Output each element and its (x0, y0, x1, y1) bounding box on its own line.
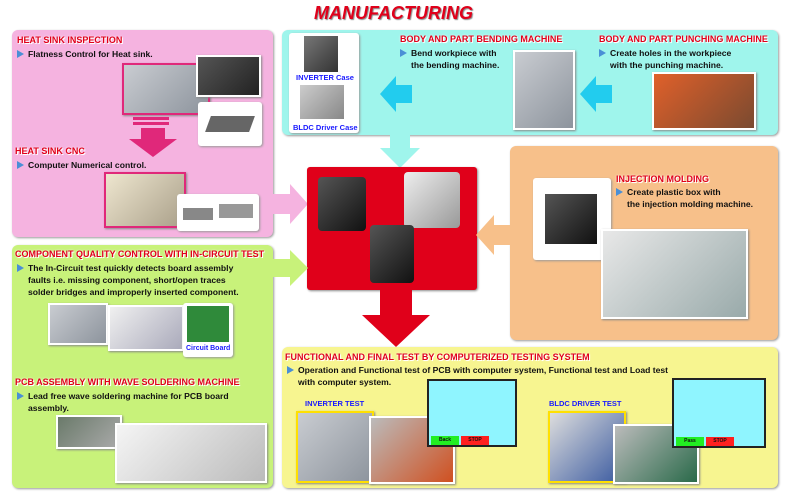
punching-line2: with the punching machine. (610, 60, 724, 70)
stop-button[interactable]: STOP (461, 436, 489, 445)
bldc-test-label: BLDC DRIVER TEST (549, 399, 622, 408)
inspection-text: Flatness Control for Heat sink. (28, 49, 153, 59)
heat-sink-photo (198, 102, 262, 146)
bullet-icon (17, 264, 24, 272)
inverter-test-label: INVERTER TEST (305, 399, 365, 408)
heat-sink-cnc-text: Computer Numerical control. (17, 159, 146, 171)
bending-line1: Bend workpiece with (411, 48, 497, 58)
ict-line2: faults i.e. missing component, short/ope… (28, 275, 226, 285)
cnc-machine-photo (104, 172, 186, 228)
pcb-line1: Lead free wave soldering machine for PCB… (28, 391, 229, 401)
left-arrow-icon (476, 215, 512, 255)
bullet-icon (599, 49, 606, 57)
pass-button[interactable]: Pass (676, 437, 704, 446)
final-line1: Operation and Functional test of PCB wit… (298, 365, 669, 375)
back-button[interactable]: Back (431, 436, 459, 445)
bullet-icon (17, 392, 24, 400)
pcb-text: Lead free wave soldering machine for PCB… (17, 390, 229, 414)
punching-line1: Create holes in the workpiece (610, 48, 732, 58)
punching-text: Create holes in the workpiece with the pu… (599, 47, 731, 71)
inverter-product-3 (370, 225, 414, 283)
bullet-icon (616, 188, 623, 196)
ict-line-photo (48, 303, 108, 345)
inverter-case-photo (304, 36, 338, 72)
bending-machine-photo (513, 50, 575, 130)
inverter-test-station-photo (296, 411, 374, 483)
pcb-line2: assembly. (28, 403, 69, 413)
page-title: MANUFACTURING (314, 3, 473, 23)
bullet-icon (17, 161, 24, 169)
bending-text: Bend workpiece with the bending machine. (400, 47, 499, 71)
punching-title: BODY AND PART PUNCHING MACHINE (599, 34, 768, 44)
bldc-case-label: BLDC Driver Case (293, 123, 358, 132)
cnc-parts-photo (177, 194, 259, 231)
bullet-icon (17, 50, 24, 58)
left-arrow-icon (380, 76, 412, 112)
bending-line2: the bending machine. (411, 60, 500, 70)
final-test-title: FUNCTIONAL AND FINAL TEST BY COMPUTERIZE… (285, 352, 590, 362)
down-arrow-icon (129, 117, 177, 157)
ict-line3: solder bridges and improperly inserted c… (28, 287, 239, 297)
inspection-detail-photo (196, 55, 261, 97)
down-arrow-icon (362, 289, 430, 347)
ict-title: COMPONENT QUALITY CONTROL WITH IN-CIRCUI… (15, 249, 265, 259)
inverter-test-screen: Back STOP (427, 379, 517, 447)
final-test-text: Operation and Functional test of PCB wit… (287, 364, 668, 388)
bullet-icon (287, 366, 294, 374)
ict-machine-photo (108, 305, 184, 351)
inverter-product-1 (318, 177, 366, 231)
down-arrow-icon (380, 134, 420, 168)
injection-title: INJECTION MOLDING (616, 174, 710, 184)
heat-sink-cnc-title: HEAT SINK CNC (15, 146, 85, 156)
punching-machine-photo (652, 72, 756, 130)
wave-solder-machine-photo (115, 423, 267, 483)
circuit-board-photo: Circuit Board (183, 303, 233, 357)
heat-sink-inspection-text: Flatness Control for Heat sink. (17, 48, 153, 60)
heat-sink-inspection-title: HEAT SINK INSPECTION (17, 35, 123, 45)
bullet-icon (400, 49, 407, 57)
ict-line1: The In-Circuit test quickly detects boar… (28, 263, 234, 273)
final-line2: with computer system. (298, 377, 392, 387)
left-arrow-icon (580, 76, 612, 112)
pcb-title: PCB ASSEMBLY WITH WAVE SOLDERING MACHINE (15, 377, 240, 387)
injection-machine-photo (601, 229, 748, 319)
inverter-product-2 (404, 172, 460, 228)
inspection-machine-photo (122, 63, 210, 115)
right-arrow-icon (272, 184, 308, 224)
bldc-case-photo (300, 85, 344, 119)
injection-line2: the injection molding machine. (627, 199, 754, 209)
injection-line1: Create plastic box with (627, 187, 721, 197)
bending-title: BODY AND PART BENDING MACHINE (400, 34, 563, 44)
right-arrow-icon (272, 250, 308, 286)
cnc-text: Computer Numerical control. (28, 160, 147, 170)
inverter-case-label: INVERTER Case (296, 73, 354, 82)
circuit-board-label: Circuit Board (186, 345, 231, 352)
stop-button[interactable]: STOP (706, 437, 734, 446)
injection-text: Create plastic box with the injection mol… (616, 186, 753, 210)
ict-text: The In-Circuit test quickly detects boar… (17, 262, 239, 298)
bldc-test-screen: Pass STOP (672, 378, 766, 448)
wave-solder-detail-photo (56, 415, 122, 449)
plastic-box-photo (533, 178, 611, 260)
